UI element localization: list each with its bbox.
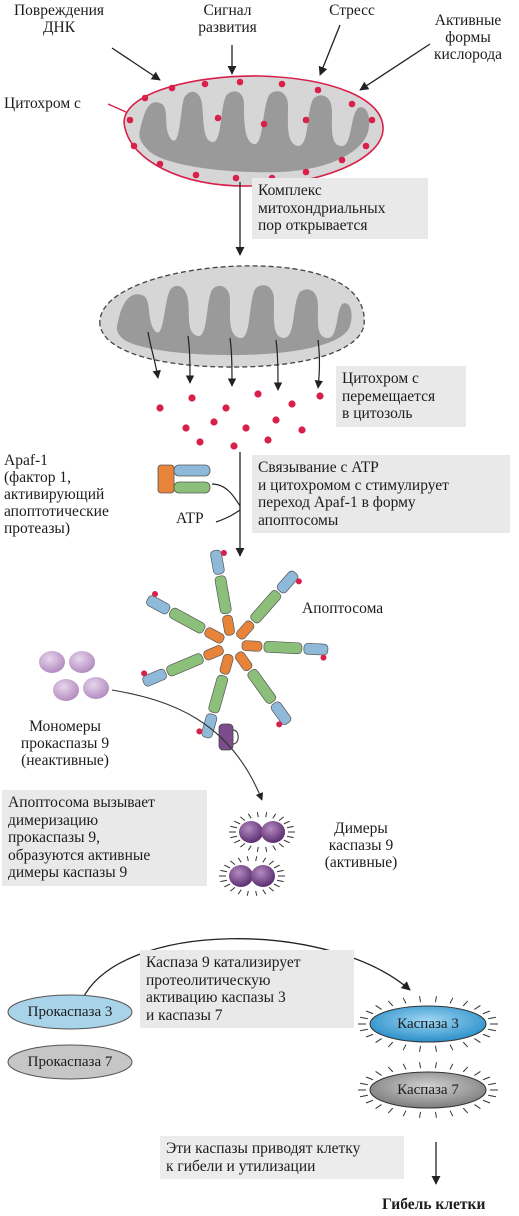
caspase3-spikes [358,996,498,1052]
cause-development-signal: Сигнал развития [198,2,257,36]
caspase7-pill [369,1071,487,1109]
apoptosome-spoke [146,590,225,644]
atp-label: ATP [176,510,204,527]
step-caspases-kill: Эти каспазы приводят клетку к гибели и у… [160,1136,404,1179]
mitochondrion-open [99,265,365,368]
caspase3-pill [369,1005,487,1043]
procaspase9-monomers-label: Мономеры прокаспазы 9 (неактивные) [20,718,110,769]
step-pore-opens: Комплекс митохондриальных пор открываетс… [252,178,428,239]
cytochrome-c-label: Цитохром c [4,95,81,112]
apoptosome-spoke [196,653,234,739]
step-cyt-moves: Цитохром c перемещается в цитозоль [336,366,466,427]
caspase9-on-apoptosome [218,723,239,751]
atp-join-curve [215,509,241,523]
apaf1-monomer [157,464,211,494]
procaspase7-label: Прокаспаза 7 [27,1054,113,1070]
apoptosome-spoke [210,549,235,636]
procaspase3-label: Прокаспаза 3 [27,1004,113,1020]
cell-death-label: Гибель клетки [382,1196,486,1213]
caspase7-spikes [358,1062,498,1118]
caspase9-dimer [219,856,285,896]
apoptosome-label: Апоптосома [302,600,384,617]
cytochrome-dots-inside [126,78,376,182]
procaspase3-pill [7,994,133,1030]
mitochondrion-intact [123,75,384,187]
apoptosome-spoke [241,640,329,661]
apoptosome-spoke [141,645,224,687]
cytochrome-dots-released [156,390,324,450]
caspase3-label: Каспаза 3 [397,1016,459,1032]
cytochrome-release-arrows [147,331,324,391]
apoptosome-spoke [235,651,292,728]
procaspase7-pill [7,1044,133,1080]
cause-stress: Стресс [329,2,375,19]
caspase9-dimers-label: Димеры каспазы 9 (активные) [324,820,398,871]
caspase9-dimer [229,812,295,852]
step-dimerization: Апоптосома вызывает димеризацию прокаспа… [2,790,207,886]
apaf-join-curve [211,483,241,507]
cause-ros: Активные формы кислорода [433,12,502,63]
activation-arc [81,938,411,1001]
cause-dna-damage: Повреждения ДНК [13,2,105,36]
cause-arrows [111,24,431,91]
apoptosome [141,549,329,739]
procaspase9-monomers [39,651,109,701]
apaf1-label: Apaf-1 (фактор 1, активирующий апоптотич… [4,452,109,537]
monomer-to-dimer-arrow [111,689,263,801]
step-caspase9-catalyzes: Каспаза 9 катализирует протеолитическую … [140,950,354,1028]
apoptosome-spoke [236,570,302,640]
step-atp-binding: Связывание с ATP и цитохромом c стимулир… [252,455,510,533]
caspase7-label: Каспаза 7 [397,1082,459,1098]
cytochrome-pointer [107,103,127,113]
